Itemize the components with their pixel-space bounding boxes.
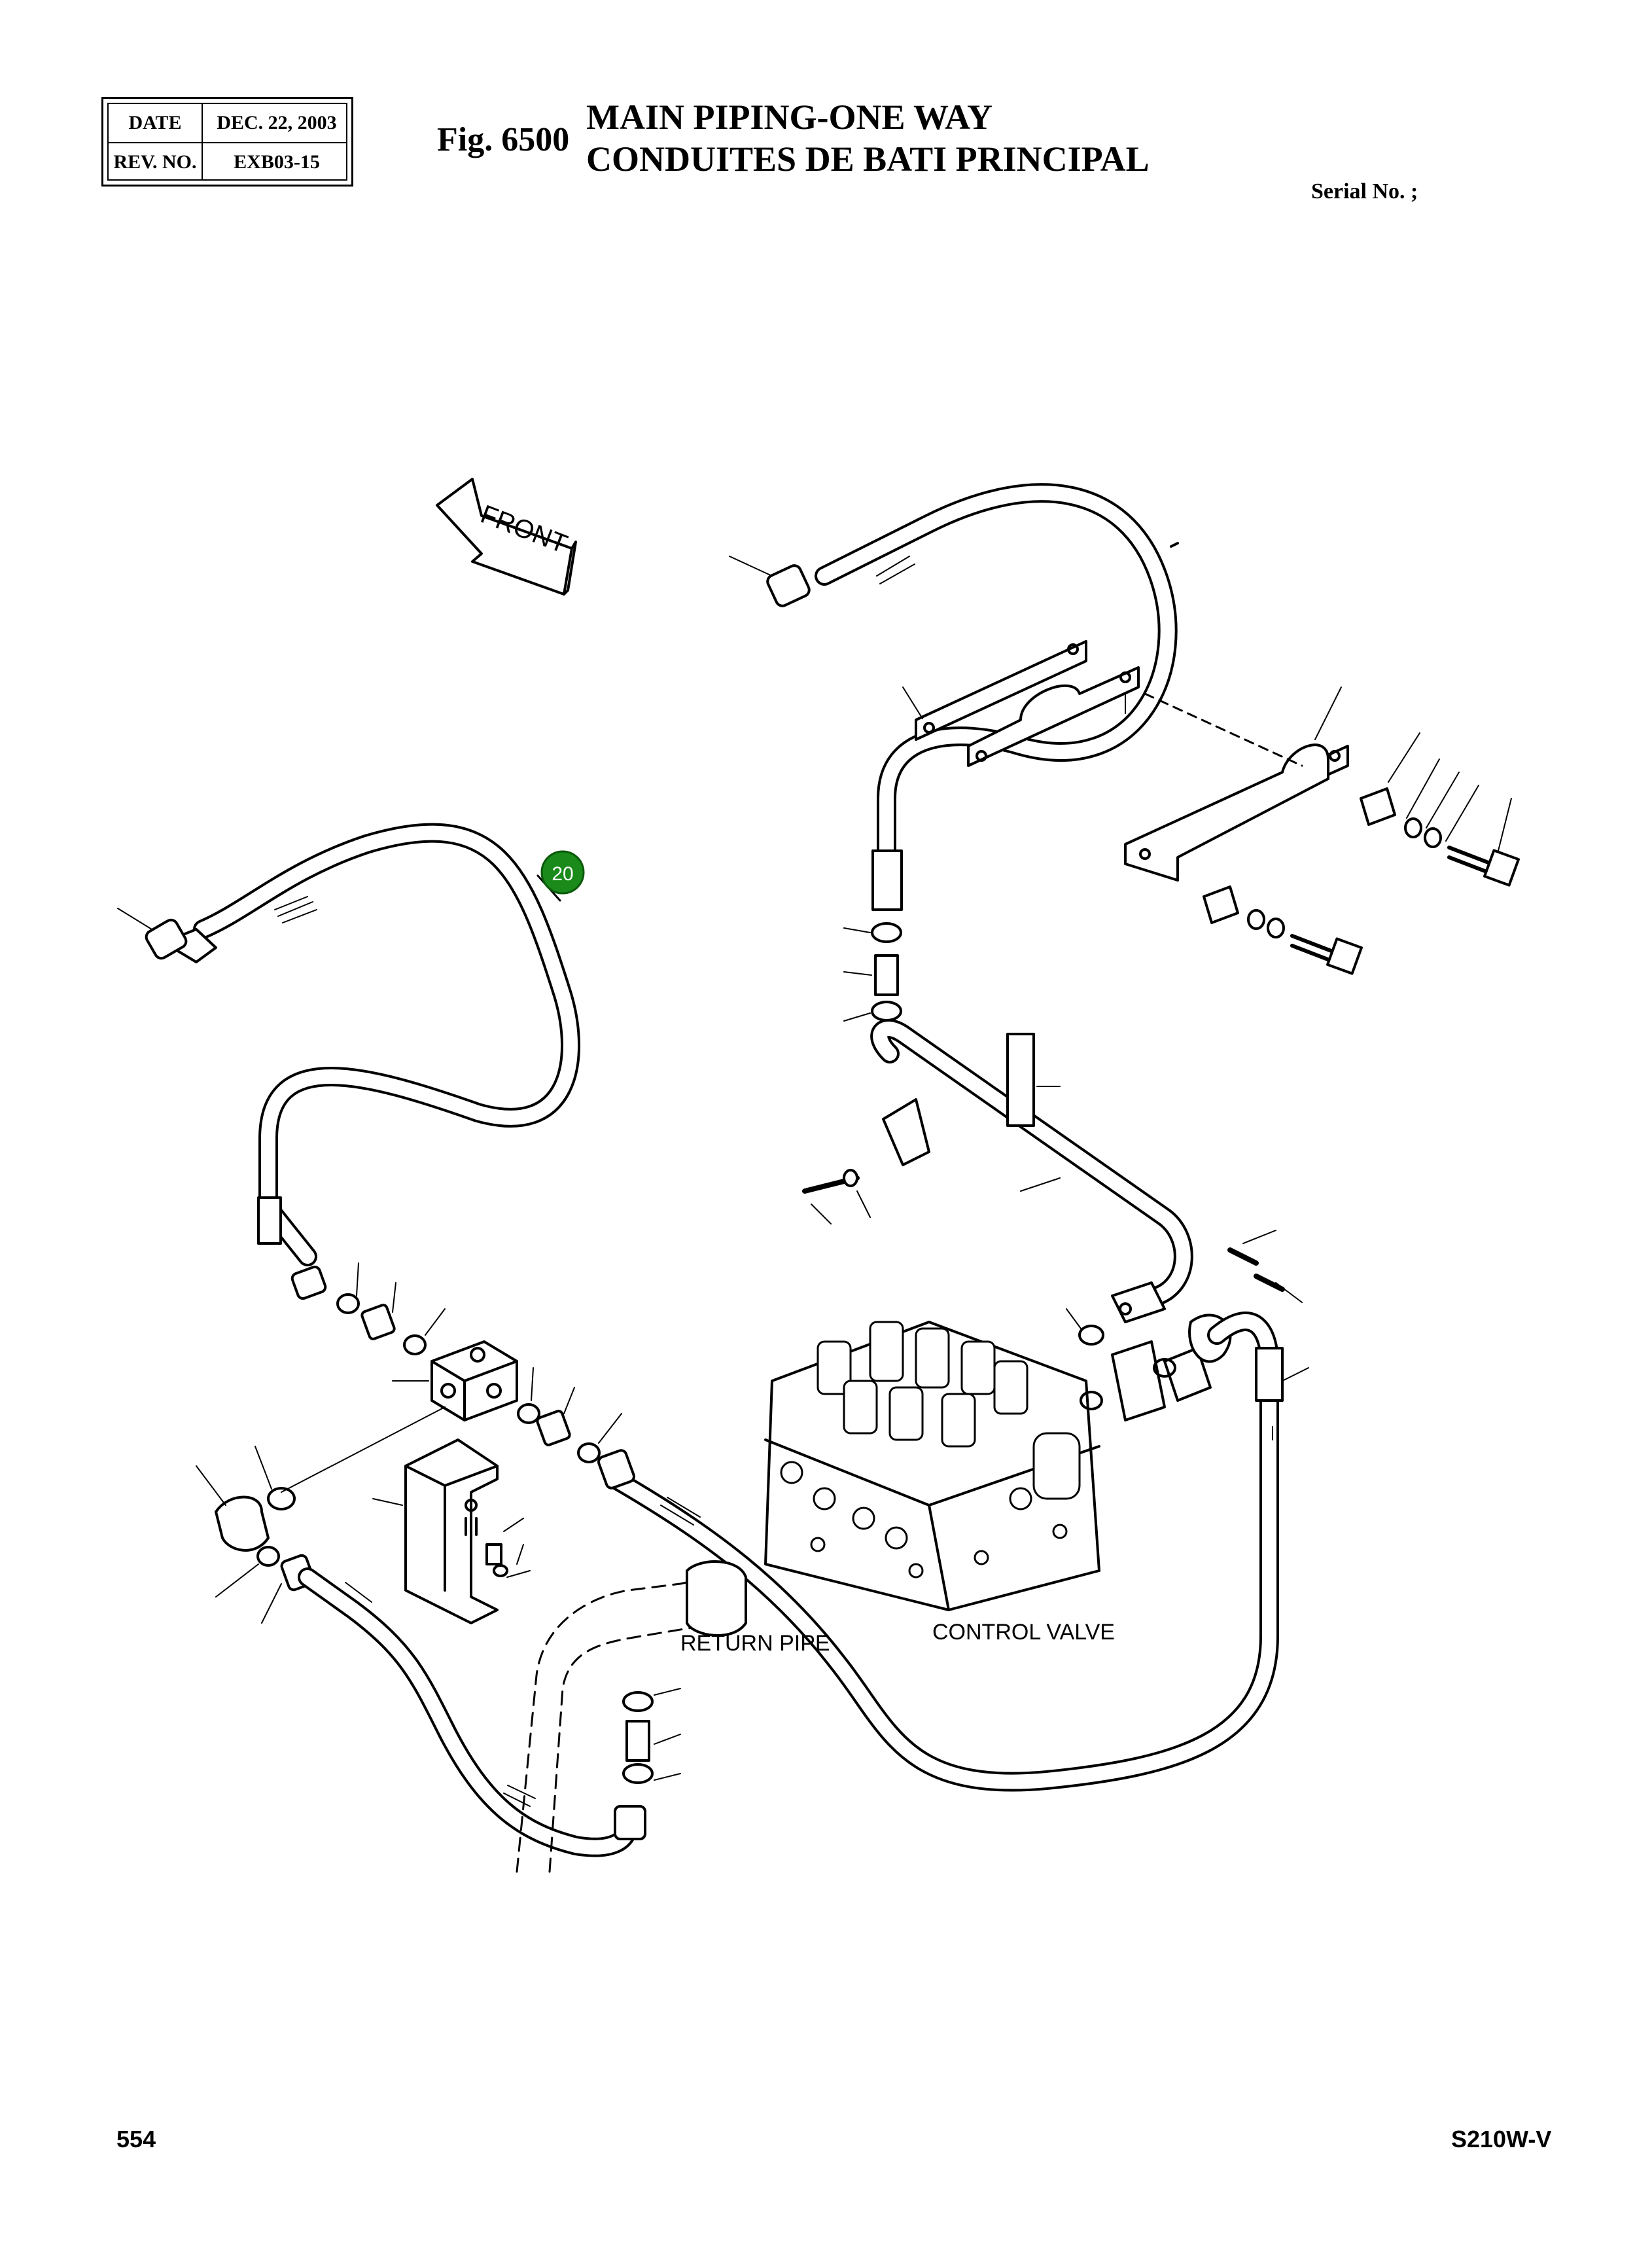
- serial-number: Serial No. ;: [1311, 179, 1418, 204]
- rev-value: EXB03-15: [234, 151, 320, 173]
- right-hose: [605, 1312, 1309, 1792]
- page-number: 554: [116, 2126, 156, 2152]
- revision-table-inner-border: [107, 103, 347, 181]
- return-pipe-label: RETURN PIPE: [680, 1631, 830, 1656]
- callout-20[interactable]: 20: [536, 850, 585, 902]
- mounting-bracket-lower: [372, 1438, 531, 1624]
- front-arrow: FRONT: [436, 478, 577, 596]
- revision-table-divider: [202, 104, 203, 179]
- rev-label: REV. NO.: [113, 151, 197, 173]
- page-subtitle: CONDUITES DE BATI PRINCIPAL: [586, 139, 1150, 179]
- model-number: S210W-V: [1451, 2126, 1552, 2152]
- callout-number: 20: [552, 863, 573, 885]
- control-valve-label: CONTROL VALVE: [932, 1620, 1115, 1645]
- revision-table: DATE DEC. 22, 2003 REV. NO. EXB03-15: [101, 97, 353, 187]
- control-valve: CONTROL VALVE: [764, 1321, 1115, 1645]
- return-pipe: RETURN PIPE: [516, 1560, 830, 1873]
- upper-hose: [729, 483, 1179, 911]
- elbow-fittings: [196, 1446, 315, 1624]
- left-hose: [117, 823, 581, 1266]
- page-title: MAIN PIPING-ONE WAY: [586, 98, 993, 137]
- fittings-left: [281, 1262, 635, 1493]
- figure-number: Fig. 6500: [437, 121, 570, 158]
- mounting-brackets: [902, 640, 1349, 882]
- date-value: DEC. 22, 2003: [217, 112, 337, 134]
- fitting-stack-upper: [843, 922, 902, 1022]
- rigid-tube: [802, 1019, 1193, 1346]
- bolt-set-lower: [1203, 885, 1363, 975]
- revision-table-divider: [107, 142, 347, 143]
- junction-block: [392, 1340, 518, 1421]
- date-label: DATE: [128, 112, 182, 134]
- bolt-set-upper: [1360, 732, 1520, 887]
- right-flanges: [1080, 1230, 1303, 1421]
- lower-hose: [298, 1567, 646, 1857]
